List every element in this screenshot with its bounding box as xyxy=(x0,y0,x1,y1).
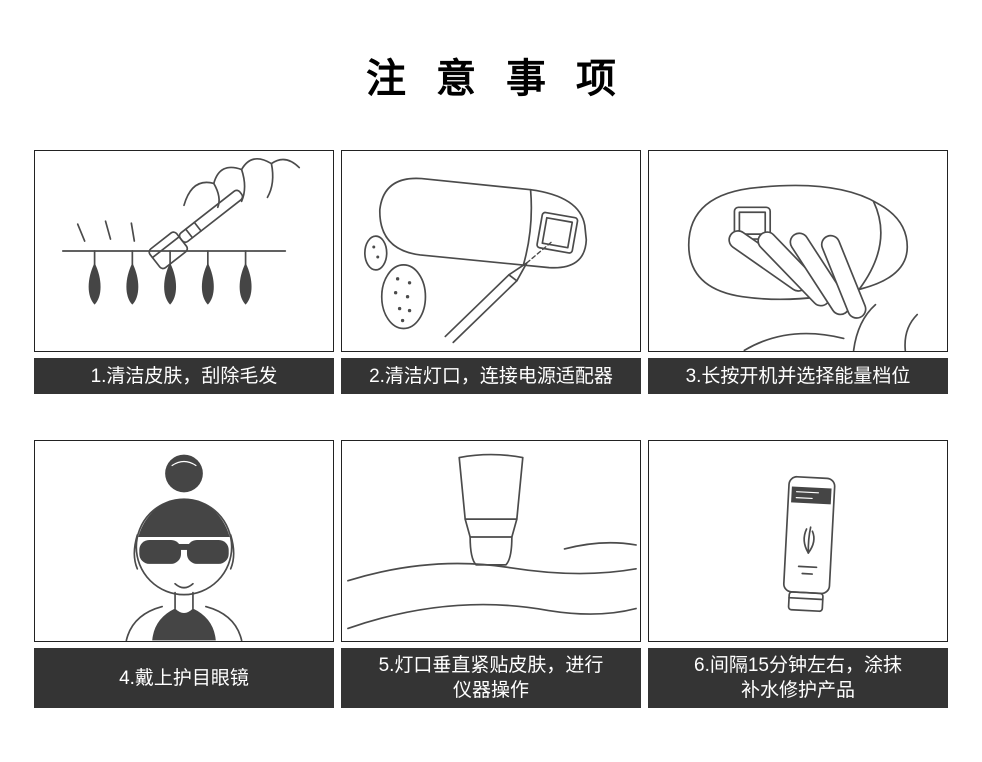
page-title: 注意事项 xyxy=(366,57,646,101)
step-card-5: 5.灯口垂直紧贴皮肤，进行 仪器操作 xyxy=(341,440,641,708)
step-card-6: 6.间隔15分钟左右，涂抹 补水修护产品 xyxy=(648,440,948,708)
step-figure xyxy=(341,150,641,352)
clean-lamp-port-illustration xyxy=(364,177,588,344)
step-card-2: 2.清洁灯口，连接电源适配器 xyxy=(341,150,641,394)
step-caption: 5.灯口垂直紧贴皮肤，进行 仪器操作 xyxy=(341,648,641,708)
goggles-girl-illustration xyxy=(125,454,243,641)
step-caption: 6.间隔15分钟左右，涂抹 补水修护产品 xyxy=(648,648,948,708)
aloe-gel-tube-illustration xyxy=(782,475,836,613)
step-caption: 2.清洁灯口，连接电源适配器 xyxy=(341,358,641,394)
device-on-skin-illustration xyxy=(347,453,637,630)
steps-grid: 1.清洁皮肤，刮除毛发 xyxy=(34,150,948,708)
step-card-3: 3.长按开机并选择能量档位 xyxy=(648,150,948,394)
step-figure xyxy=(341,440,641,642)
step-figure xyxy=(648,150,948,352)
step-caption: 4.戴上护目眼镜 xyxy=(34,648,334,708)
step-figure xyxy=(648,440,948,642)
step-caption: 3.长按开机并选择能量档位 xyxy=(648,358,948,394)
step-card-4: 4.戴上护目眼镜 xyxy=(34,440,334,708)
step-caption: 1.清洁皮肤，刮除毛发 xyxy=(34,358,334,394)
razor-shaving-illustration xyxy=(61,157,301,305)
step-figure xyxy=(34,150,334,352)
step-figure xyxy=(34,440,334,642)
step-card-1: 1.清洁皮肤，刮除毛发 xyxy=(34,150,334,394)
power-on-device-illustration xyxy=(687,184,919,351)
